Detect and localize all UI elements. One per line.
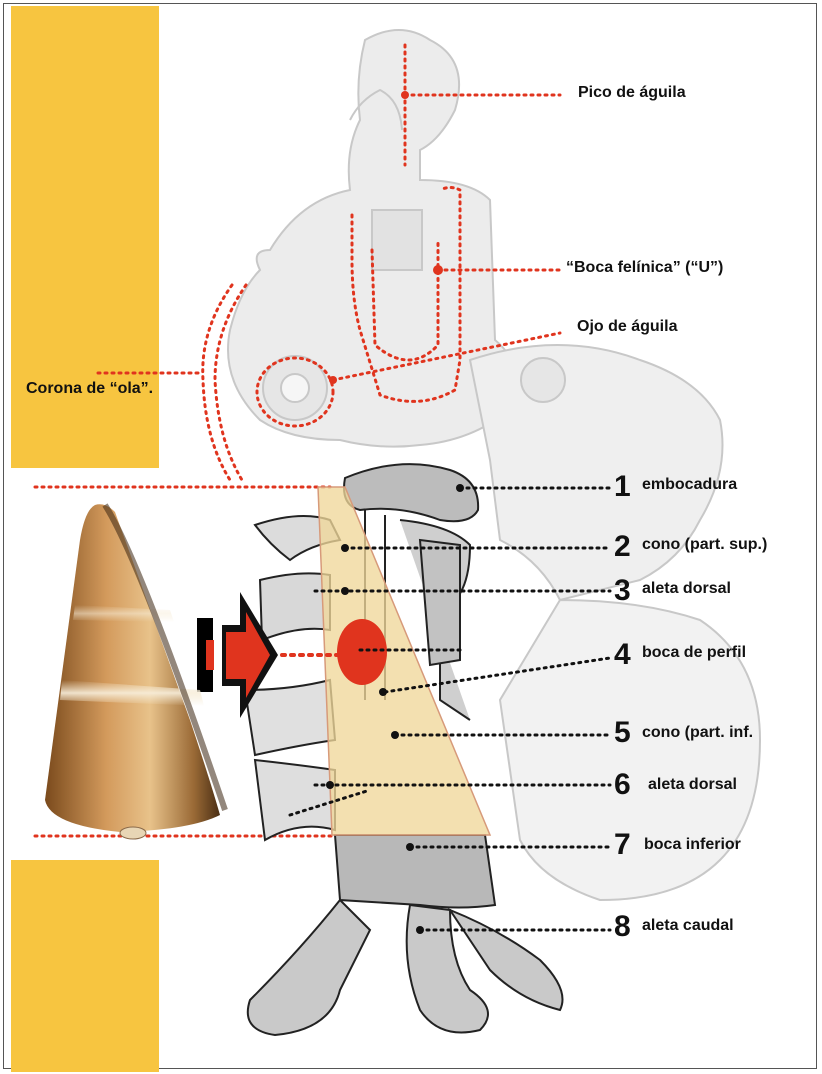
label-ojo: Ojo de águila bbox=[577, 318, 677, 336]
label-corona: Corona de “ola”. bbox=[26, 380, 153, 398]
part-label-3: aleta dorsal bbox=[642, 580, 731, 598]
label-pico: Pico de águila bbox=[578, 84, 686, 102]
part-number-5: 5 bbox=[614, 718, 631, 748]
part-label-1: embocadura bbox=[642, 476, 737, 494]
part-label-7: boca inferior bbox=[644, 836, 741, 854]
part-number-4: 4 bbox=[614, 640, 631, 670]
part-label-6: aleta dorsal bbox=[648, 776, 737, 794]
mouth-profile-dot bbox=[337, 619, 387, 685]
part-number-3: 3 bbox=[614, 576, 631, 606]
part-number-2: 2 bbox=[614, 532, 631, 562]
label-boca-felinica: “Boca felínica” (“U”) bbox=[566, 259, 723, 277]
part-label-4: boca de perfil bbox=[642, 644, 746, 662]
part-number-1: 1 bbox=[614, 472, 631, 502]
part-label-5: cono (part. inf. bbox=[642, 724, 753, 742]
part-number-8: 8 bbox=[614, 912, 631, 942]
part-label-2: cono (part. sup.) bbox=[642, 536, 767, 554]
part-number-7: 7 bbox=[614, 830, 631, 860]
part-number-6: 6 bbox=[614, 770, 631, 800]
part-label-8: aleta caudal bbox=[642, 917, 734, 935]
